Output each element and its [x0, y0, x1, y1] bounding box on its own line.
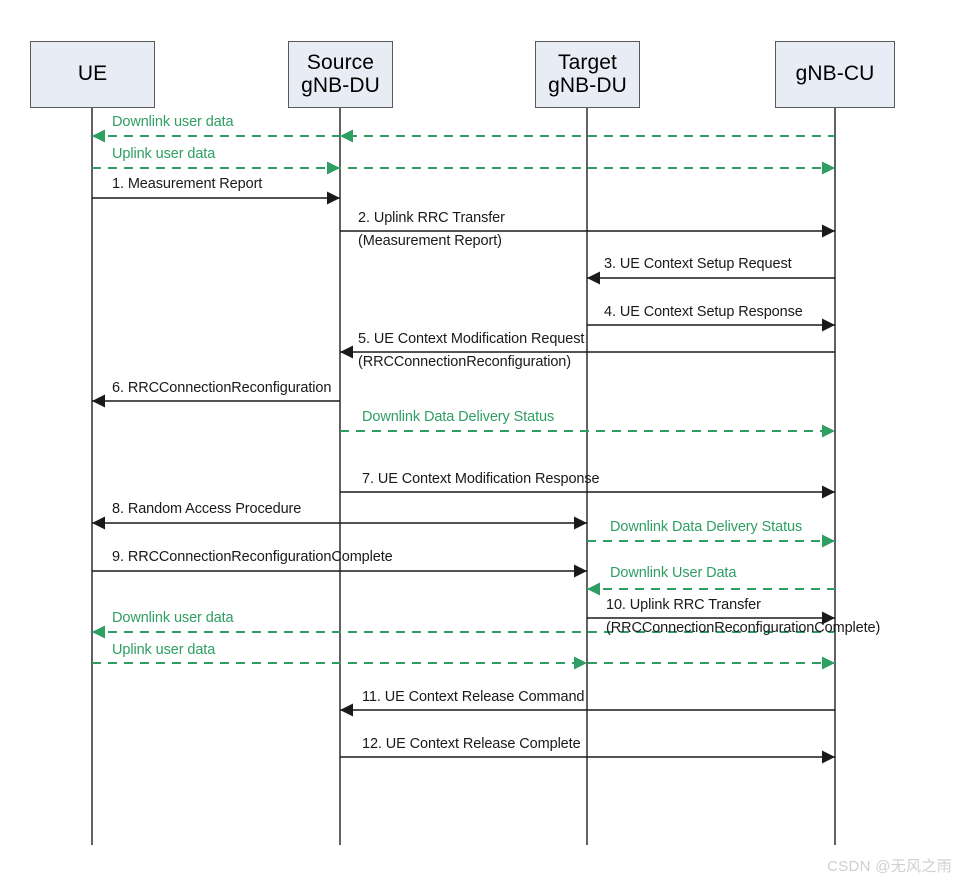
- lifeline-box-ue[interactable]: UE: [30, 41, 155, 108]
- message-msg-10-uplink-rrc-transfer[interactable]: [587, 611, 835, 625]
- arrowhead: [340, 129, 353, 143]
- message-label-msg-5-subtext: (RRCConnectionReconfiguration): [358, 354, 571, 370]
- message-label-downlink-data-delivery-status-1: Downlink Data Delivery Status: [362, 409, 555, 425]
- lifeline-box-srcdu[interactable]: Source gNB-DU: [288, 41, 393, 108]
- message-msg-6-rrcconnectionreconfiguration[interactable]: [92, 394, 340, 408]
- message-label-msg-1-measurement-report: 1. Measurement Report: [112, 176, 263, 192]
- arrowhead: [327, 191, 340, 205]
- arrowhead: [587, 582, 600, 596]
- arrowhead: [92, 516, 105, 530]
- arrowhead: [340, 703, 353, 717]
- message-label-msg-10-subtext: (RRCConnectionReconfigurationComplete): [606, 620, 881, 636]
- message-msg-7-ue-context-modification-response[interactable]: [340, 485, 835, 499]
- arrowhead: [822, 485, 835, 499]
- message-uplink-user-data-top[interactable]: [92, 161, 835, 175]
- lifeline-box-tgtdu[interactable]: Target gNB-DU: [535, 41, 640, 108]
- message-downlink-user-data-bottom[interactable]: [92, 625, 835, 639]
- arrowhead: [822, 656, 835, 670]
- message-label-msg-6-rrcconnectionreconfiguration: 6. RRCConnectionReconfiguration: [112, 380, 332, 396]
- arrowhead: [587, 271, 600, 285]
- message-label-downlink-user-data-mid: Downlink User Data: [610, 565, 737, 581]
- arrowhead: [822, 224, 835, 238]
- message-label-downlink-user-data-bottom: Downlink user data: [112, 610, 234, 626]
- lifeline-label-srcdu: Source gNB-DU: [301, 51, 380, 97]
- message-label-msg-5-ue-context-modification-request: 5. UE Context Modification Request: [358, 331, 585, 347]
- message-label-msg-12-ue-context-release-complete: 12. UE Context Release Complete: [362, 736, 581, 752]
- arrowhead: [340, 345, 353, 359]
- message-downlink-user-data-top[interactable]: [92, 129, 835, 143]
- message-msg-8-random-access-procedure[interactable]: [92, 516, 587, 530]
- message-label-uplink-user-data-bottom: Uplink user data: [112, 642, 216, 658]
- message-downlink-data-delivery-status-2[interactable]: [587, 534, 835, 548]
- message-label-downlink-user-data-top: Downlink user data: [112, 114, 234, 130]
- watermark: CSDN @无风之雨: [827, 858, 952, 875]
- message-label-msg-3-ue-context-setup-request: 3. UE Context Setup Request: [604, 256, 792, 272]
- lifeline-label-gnbcu: gNB-CU: [795, 62, 875, 86]
- message-downlink-user-data-mid[interactable]: [587, 582, 835, 596]
- message-msg-3-ue-context-setup-request[interactable]: [587, 271, 835, 285]
- arrowhead: [822, 750, 835, 764]
- message-label-msg-8-random-access-procedure: 8. Random Access Procedure: [112, 501, 302, 517]
- arrowhead: [92, 394, 105, 408]
- message-msg-12-ue-context-release-complete[interactable]: [340, 750, 835, 764]
- arrowhead: [92, 129, 105, 143]
- message-label-msg-7-ue-context-modification-response: 7. UE Context Modification Response: [362, 471, 600, 487]
- lifeline-label-ue: UE: [77, 62, 108, 86]
- message-label-msg-2-uplink-rrc-transfer: 2. Uplink RRC Transfer: [358, 210, 505, 226]
- arrowhead: [574, 656, 587, 670]
- message-label-msg-9-rrcconnectionreconfigurationcomplete: 9. RRCConnectionReconfigurationComplete: [112, 549, 393, 565]
- message-msg-5-ue-context-modification-request[interactable]: [340, 345, 835, 359]
- message-msg-2-uplink-rrc-transfer[interactable]: [340, 224, 835, 238]
- arrowhead: [822, 611, 835, 625]
- lifeline-box-gnbcu[interactable]: gNB-CU: [775, 41, 895, 108]
- arrowhead: [822, 161, 835, 175]
- lifeline-label-tgtdu: Target gNB-DU: [548, 51, 627, 97]
- message-label-downlink-data-delivery-status-2: Downlink Data Delivery Status: [610, 519, 803, 535]
- message-label-msg-10-uplink-rrc-transfer: 10. Uplink RRC Transfer: [606, 597, 761, 613]
- message-label-uplink-user-data-top: Uplink user data: [112, 146, 216, 162]
- message-label-msg-11-ue-context-release-command: 11. UE Context Release Command: [362, 689, 585, 705]
- message-msg-11-ue-context-release-command[interactable]: [340, 703, 835, 717]
- arrowhead: [92, 625, 105, 639]
- message-downlink-data-delivery-status-1[interactable]: [340, 424, 835, 438]
- message-msg-1-measurement-report[interactable]: [92, 191, 340, 205]
- message-msg-4-ue-context-setup-response[interactable]: [587, 318, 835, 332]
- message-msg-9-rrcconnectionreconfigurationcomplete[interactable]: [92, 564, 587, 578]
- arrowhead: [822, 534, 835, 548]
- arrowhead: [574, 516, 587, 530]
- arrowhead: [327, 161, 340, 175]
- message-uplink-user-data-bottom[interactable]: [92, 656, 835, 670]
- message-label-msg-4-ue-context-setup-response: 4. UE Context Setup Response: [604, 304, 803, 320]
- arrowhead: [822, 318, 835, 332]
- message-label-msg-2-subtext: (Measurement Report): [358, 233, 502, 249]
- arrowhead: [574, 564, 587, 578]
- arrowhead: [822, 424, 835, 438]
